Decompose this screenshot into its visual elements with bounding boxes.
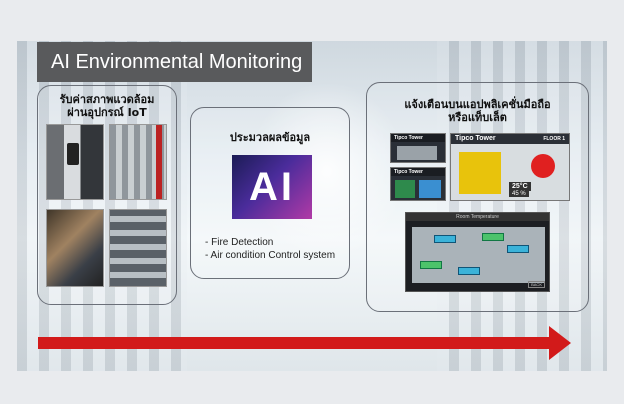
feature-fire-detection: - Fire Detection [205, 237, 274, 248]
main-screen-title-text: Tipco Tower [455, 135, 496, 142]
floor-screen-title: Room Temperature [406, 213, 549, 221]
ai-feature-list: - Fire Detection - Air condition Control… [205, 236, 335, 262]
back-button[interactable]: BACK [528, 281, 545, 288]
iot-device-photo [46, 124, 104, 200]
page-title: AI Environmental Monitoring [37, 42, 312, 82]
iot-section-label: รับค่าสภาพแวดล้อม ผ่านอุปกรณ์ IoT [37, 93, 177, 119]
screen-title-2: Tipco Tower [391, 168, 445, 176]
alert-label-line1: แจ้งเตือนบนแอปพลิเคชั่นมือถือ [404, 98, 551, 111]
temp-sensor-1 [434, 235, 456, 243]
alert-section-label: แจ้งเตือนบนแอปพลิเคชั่นมือถือ หรือแท็บเล… [366, 98, 589, 124]
sensor-tile-green [395, 180, 415, 198]
slide-background [17, 41, 607, 371]
fire-alert-indicator [531, 154, 555, 178]
iot-sensor-device [67, 143, 79, 165]
app-screen-building: Tipco Tower [390, 133, 446, 163]
humidity-readout: 45 % [509, 191, 529, 197]
temp-readout: 25°C [509, 182, 531, 191]
main-screen-floor: FLOOR 1 [543, 136, 565, 142]
sensor-tile-blue [419, 180, 441, 198]
iot-label-line2: ผ่านอุปกรณ์ IoT [67, 106, 147, 119]
app-screen-sensors: Tipco Tower [390, 167, 446, 201]
yellow-floor-plan [459, 152, 501, 194]
server-racks-right [437, 41, 607, 371]
temp-sensor-2 [482, 233, 504, 241]
temp-sensor-3 [507, 245, 529, 253]
server-room-photo [46, 209, 104, 287]
ai-section-label: ประมวลผลข้อมูล [229, 131, 311, 144]
floor-map [412, 227, 545, 283]
room-temperature-screen: Room Temperature BACK [405, 212, 550, 292]
feature-air-condition: - Air condition Control system [205, 250, 336, 261]
alert-label-line2: หรือแท็บเล็ต [448, 111, 507, 124]
server-rack-photo [109, 124, 167, 200]
temp-sensor-4 [420, 261, 442, 269]
ai-logo: AI [232, 155, 312, 219]
app-screen-main: Tipco Tower FLOOR 1 25°C 45 % [450, 133, 570, 201]
flow-arrow-head [549, 326, 571, 360]
iot-label-line1: รับค่าสภาพแวดล้อม [59, 93, 155, 106]
network-rack-photo [109, 209, 167, 287]
red-cabling [156, 125, 162, 199]
building-diagram [397, 146, 437, 160]
temp-sensor-5 [458, 267, 480, 275]
screen-title: Tipco Tower [391, 134, 445, 142]
main-screen-title: Tipco Tower FLOOR 1 [451, 134, 569, 144]
flow-arrow-line [38, 337, 551, 349]
